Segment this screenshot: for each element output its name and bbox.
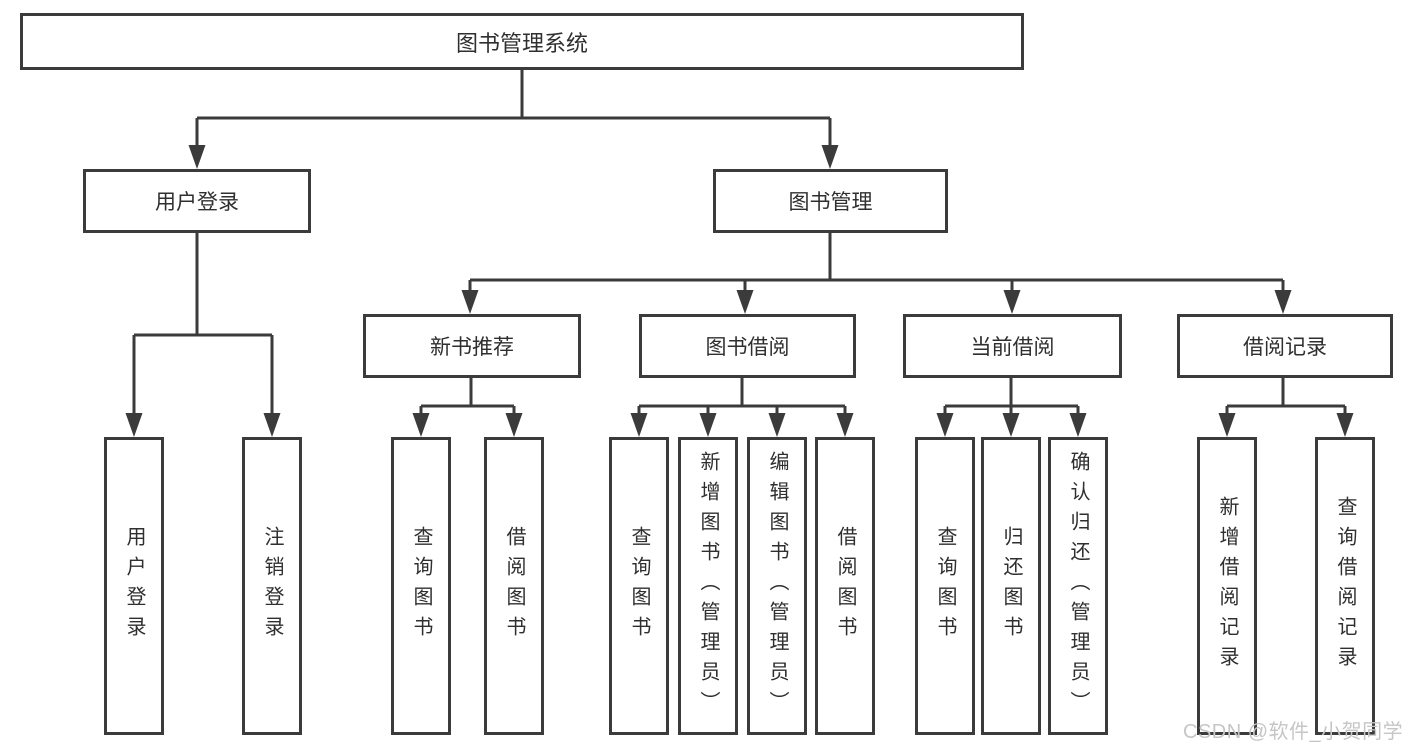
csdn-watermark: CSDN @软件_小贺同学 (1183, 721, 1404, 743)
connector-new-book-rec-to-leaves (412, 378, 523, 437)
leaf-rec-query-book-label: 查询图书 (410, 526, 432, 646)
leaf-user-login: 用户登录 (104, 437, 164, 735)
node-book-borrow-label: 图书借阅 (705, 336, 790, 359)
node-root-label: 图书管理系统 (455, 30, 588, 56)
leaf-bb-edit-book-label: 编辑图书（管理员） (766, 451, 788, 721)
node-borrow-records-label: 借阅记录 (1243, 336, 1327, 359)
leaf-bb-query-book-label: 查询图书 (628, 526, 650, 646)
leaf-logout: 注销登录 (242, 437, 302, 735)
leaf-rcd-add-record: 新增借阅记录 (1197, 437, 1257, 735)
leaf-bb-borrow-book-label: 借阅图书 (834, 526, 856, 646)
leaf-bb-add-book: 新增图书（管理员） (678, 437, 738, 735)
leaf-rec-borrow-book-label: 借阅图书 (503, 526, 525, 646)
node-book-mgmt-label: 图书管理 (788, 191, 873, 214)
node-book-borrow: 图书借阅 (639, 314, 856, 378)
node-root: 图书管理系统 (20, 13, 1024, 70)
node-user-login-label: 用户登录 (155, 191, 239, 214)
leaf-cur-confirm-return-label: 确认归还（管理员） (1067, 451, 1089, 721)
leaf-cur-return-book-label: 归还图书 (1000, 526, 1022, 646)
leaf-rcd-query-record: 查询借阅记录 (1315, 437, 1375, 735)
leaf-user-login-label: 用户登录 (123, 526, 145, 646)
node-current-borrow: 当前借阅 (903, 314, 1122, 378)
leaf-bb-edit-book: 编辑图书（管理员） (747, 437, 807, 735)
connector-book-borrow-to-leaves (630, 378, 854, 437)
node-borrow-records: 借阅记录 (1177, 314, 1393, 378)
leaf-cur-query-book: 查询图书 (915, 437, 975, 735)
connector-borrow-records-to-leaves (1218, 378, 1354, 437)
leaf-rec-query-book: 查询图书 (391, 437, 451, 735)
leaf-bb-add-book-label: 新增图书（管理员） (697, 451, 719, 721)
node-new-book-rec-label: 新书推荐 (430, 336, 514, 359)
leaf-cur-query-book-label: 查询图书 (934, 526, 956, 646)
leaf-bb-query-book: 查询图书 (609, 437, 669, 735)
leaf-rcd-add-record-label: 新增借阅记录 (1216, 496, 1238, 676)
leaf-cur-return-book: 归还图书 (981, 437, 1041, 735)
leaf-bb-borrow-book: 借阅图书 (815, 437, 875, 735)
connector-root-to-level2 (188, 70, 839, 169)
leaf-cur-confirm-return: 确认归还（管理员） (1048, 437, 1108, 735)
node-current-borrow-label: 当前借阅 (970, 336, 1055, 359)
node-new-book-rec: 新书推荐 (363, 314, 581, 378)
leaf-rcd-query-record-label: 查询借阅记录 (1334, 496, 1356, 676)
connector-user-login-to-leaves (125, 233, 281, 437)
node-user-login: 用户登录 (83, 169, 311, 233)
leaf-rec-borrow-book: 借阅图书 (484, 437, 544, 735)
connector-book-mgmt-to-level3 (461, 233, 1292, 314)
connector-current-borrow-to-leaves (936, 378, 1087, 437)
leaf-logout-label: 注销登录 (261, 526, 283, 646)
node-book-mgmt: 图书管理 (713, 169, 948, 233)
